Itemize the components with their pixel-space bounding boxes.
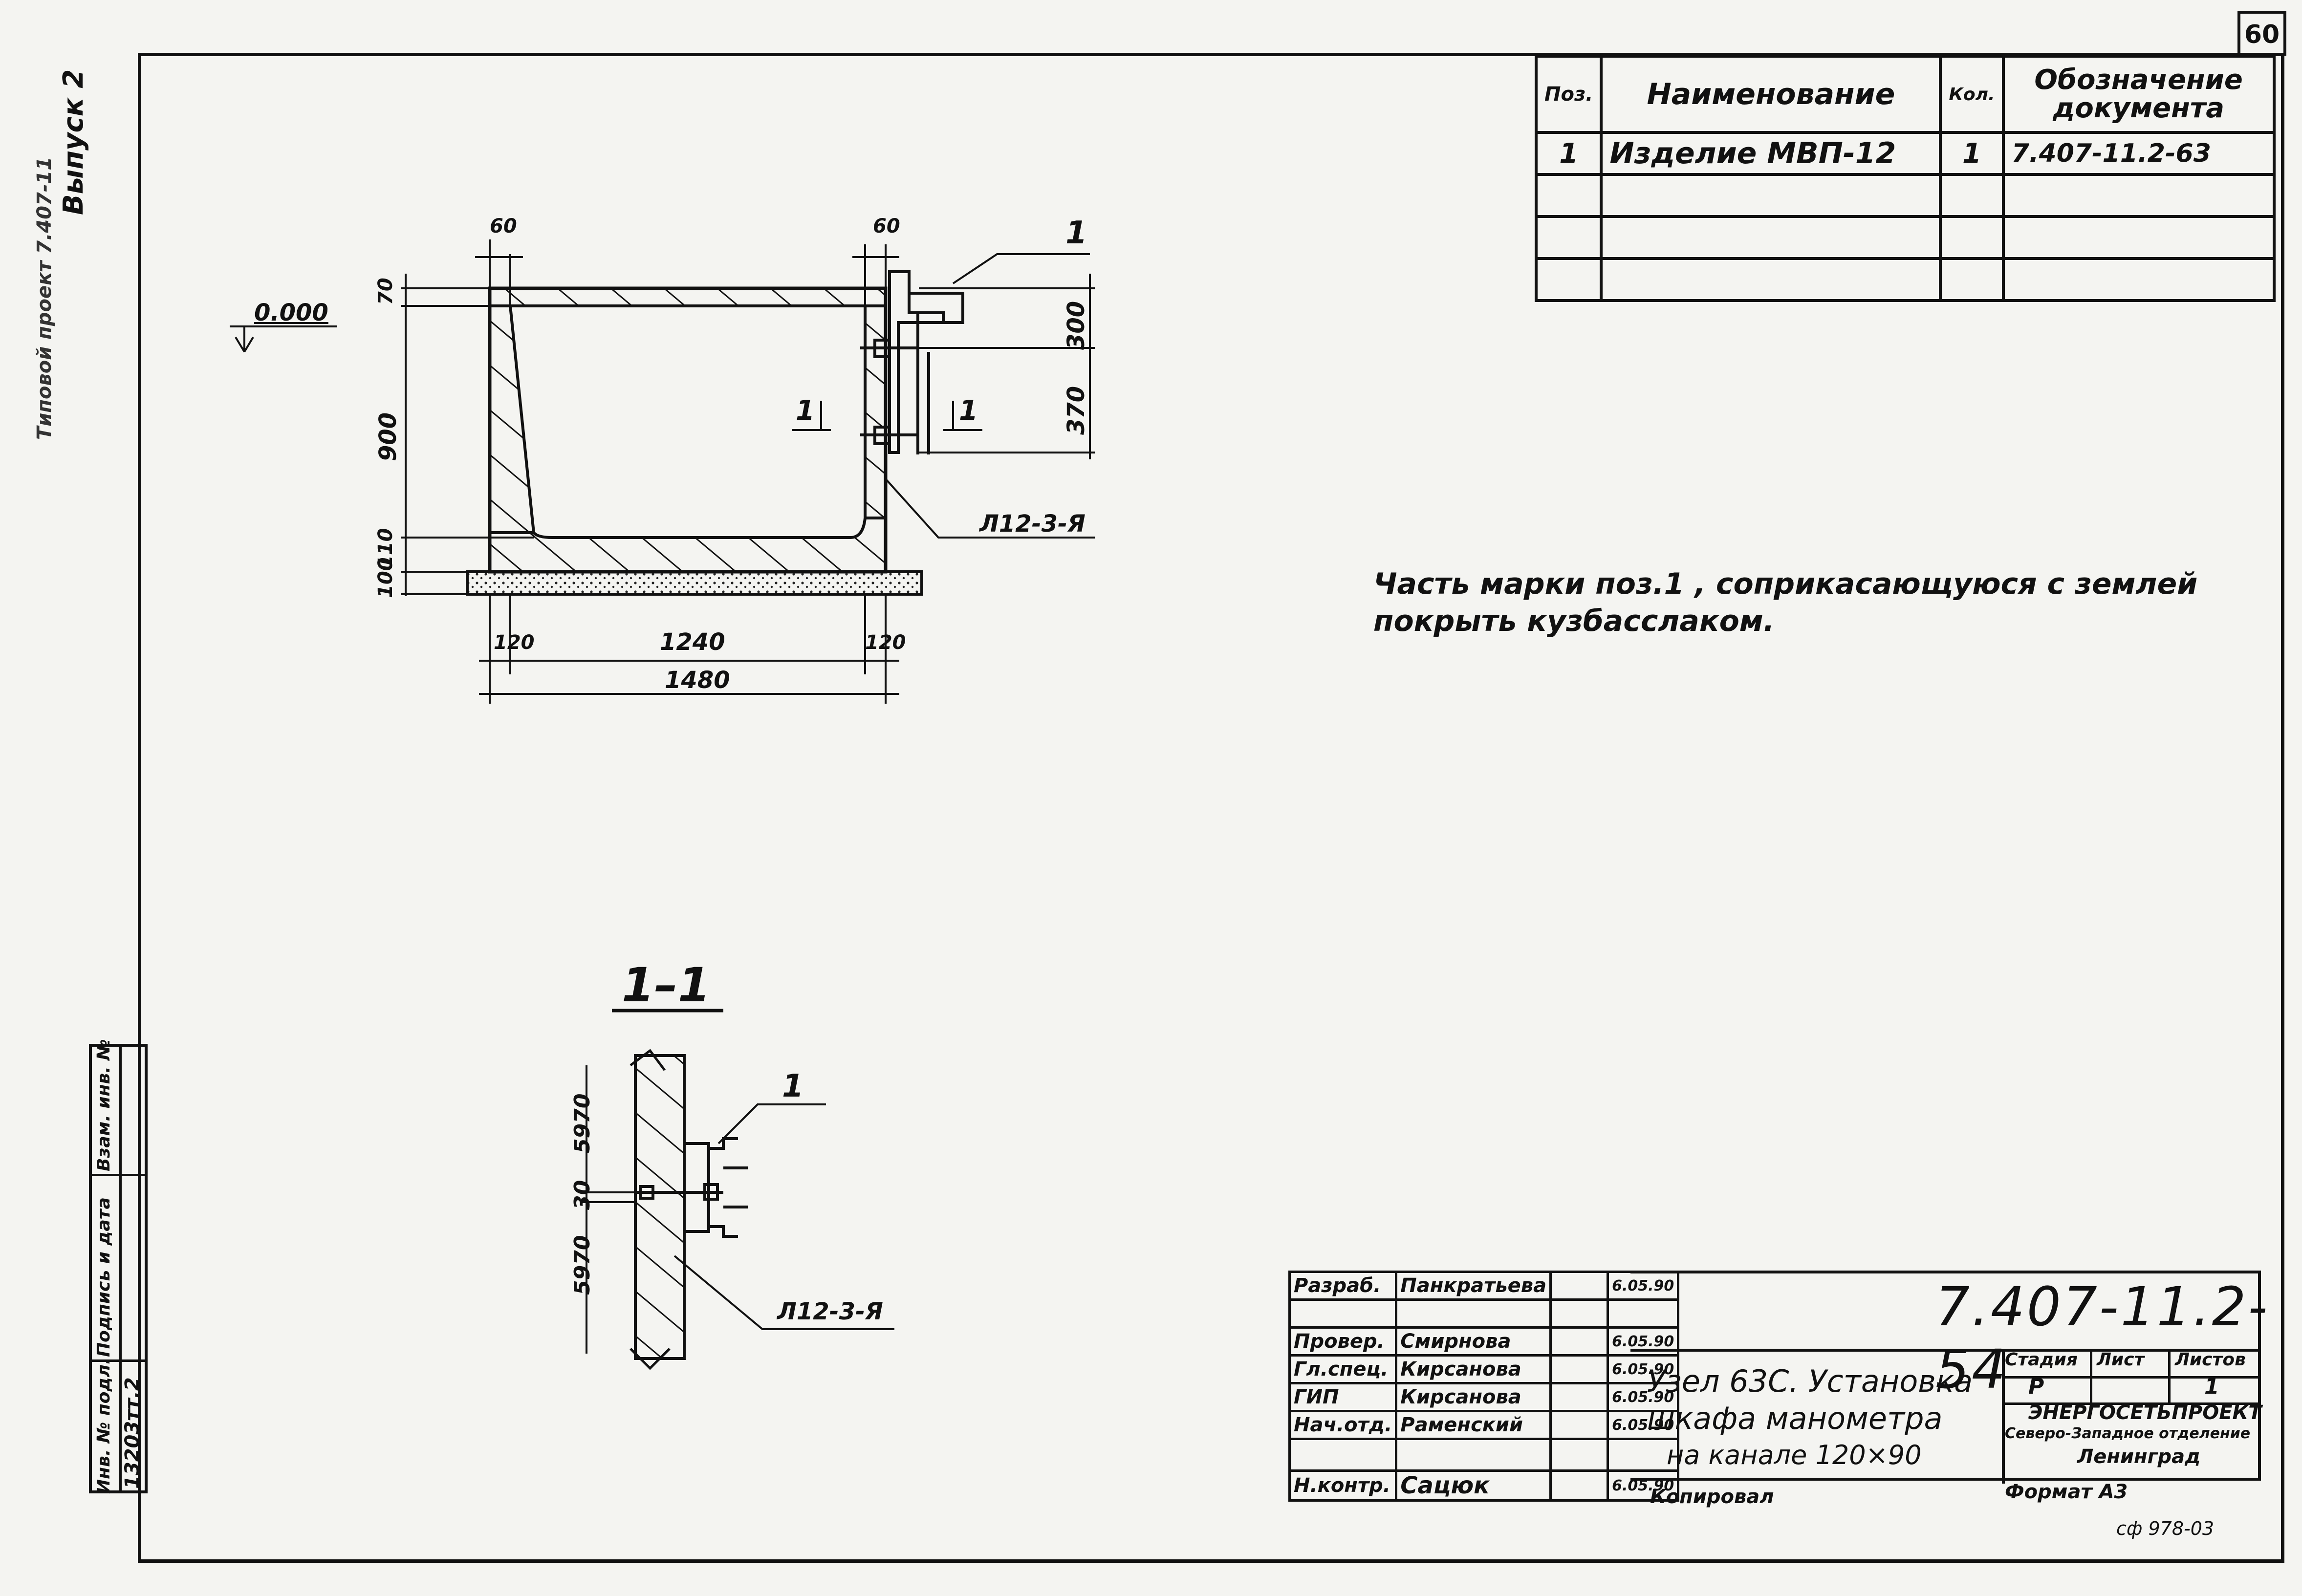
spec-header-qty: Кол. xyxy=(1939,55,2005,134)
sign-date: 6.05.90 xyxy=(1607,1271,1680,1301)
section-wall-label: Л12-3-Я xyxy=(777,1298,883,1325)
sign-role: Провер. xyxy=(1288,1326,1398,1357)
callout-pos-1: 1 xyxy=(1065,215,1087,251)
dim-right-300: 300 xyxy=(1063,301,1090,350)
copied-by: Копировал xyxy=(1650,1486,1774,1508)
section-dim-mid: 30 xyxy=(570,1180,595,1210)
spec-cell-name: Изделие МВП-12 xyxy=(1600,131,1942,176)
sign-name: Кирсанова xyxy=(1395,1382,1552,1412)
sign-role: Разраб. xyxy=(1288,1271,1398,1301)
sign-date: 6.05.90 xyxy=(1607,1326,1680,1357)
level-mark: 0.000 xyxy=(254,299,328,326)
spec-header-name: Наименование xyxy=(1600,55,1942,134)
sign-name: Панкратьева xyxy=(1395,1271,1552,1301)
spec-header-doc: Обозначение документа xyxy=(2001,55,2276,134)
sign-role xyxy=(1288,1438,1398,1472)
sign-signature xyxy=(1549,1382,1609,1412)
spec-cell-qty: 1 xyxy=(1939,131,2005,176)
sign-signature xyxy=(1549,1410,1609,1440)
sign-role: ГИП xyxy=(1288,1382,1398,1412)
section-callout: 1 xyxy=(782,1068,804,1104)
specification-table: Поз. Наименование Кол. Обозначение докум… xyxy=(1534,55,2276,302)
org-name: ЭНЕРГОСЕТЬПРОЕКТ xyxy=(2028,1402,2262,1424)
channel-walls xyxy=(466,286,923,596)
document-code: 7.407-11.2-54 xyxy=(1935,1275,2270,1401)
sign-row: Разраб.Панкратьева 6.05.90 xyxy=(1288,1271,1680,1301)
org-branch: Северо-Западное отделение xyxy=(2005,1425,2251,1442)
sign-row: Н.контр.Сацюк 6.05.90 xyxy=(1288,1469,1680,1502)
sheet-header: Лист xyxy=(2097,1350,2145,1370)
paper-format: Формат А3 xyxy=(2005,1481,2128,1503)
dim-top-right: 60 xyxy=(873,215,900,237)
section-1-1-detail xyxy=(582,1009,894,1370)
title-block-main xyxy=(1630,1271,2261,1484)
sign-name: Кирсанова xyxy=(1395,1354,1552,1384)
dim-top-left: 60 xyxy=(490,215,517,237)
section-mark-right: 1 xyxy=(959,395,978,427)
sign-date: 6.05.90 xyxy=(1607,1469,1680,1502)
section-title: 1–1 xyxy=(622,958,711,1013)
sheet-number: 60 xyxy=(2237,11,2286,56)
title-line-2: шкафа манометра xyxy=(1647,1401,1943,1436)
section-mark-left: 1 xyxy=(796,395,815,427)
dim-left-100: 100 xyxy=(374,557,397,599)
sign-name xyxy=(1395,1438,1552,1472)
sheets-value: 1 xyxy=(2204,1374,2219,1399)
sign-name: Раменский xyxy=(1395,1410,1552,1440)
sign-name: Смирнова xyxy=(1395,1326,1552,1357)
sign-signature xyxy=(1549,1354,1609,1384)
title-line-1: Узел 63С. Установка xyxy=(1647,1363,1973,1399)
archive-number: сф 978-03 xyxy=(2116,1518,2215,1539)
sign-date: 6.05.90 xyxy=(1607,1382,1680,1412)
dim-bottom-right: 120 xyxy=(865,631,906,654)
sign-name: Сацюк xyxy=(1395,1469,1552,1502)
stage-header: Стадия xyxy=(2005,1350,2078,1370)
title-block-signatures: Разраб.Панкратьева 6.05.90 Провер.Смирнов… xyxy=(1288,1271,1680,1502)
sheets-header: Листов xyxy=(2175,1350,2246,1370)
sign-row: Нач.отд.Раменский 6.05.90 xyxy=(1288,1410,1680,1440)
dim-total: 1480 xyxy=(665,667,730,694)
note-line-1: Часть марки поз.1 , соприкасающуюся с зе… xyxy=(1373,567,2198,601)
section-dim-top: 5970 xyxy=(570,1093,595,1153)
wall-label: Л12-3-Я xyxy=(979,510,1086,538)
sign-signature xyxy=(1549,1326,1609,1357)
cabinet-bracket xyxy=(860,270,964,454)
title-line-3: на канале 120×90 xyxy=(1667,1440,1922,1470)
sign-date: 6.05.90 xyxy=(1607,1410,1680,1440)
spec-cell-pos: 1 xyxy=(1534,131,1603,176)
sign-signature xyxy=(1549,1271,1609,1301)
dim-left-900: 900 xyxy=(374,412,402,461)
org-city: Ленинград xyxy=(2077,1445,2201,1468)
sign-date xyxy=(1607,1438,1680,1472)
dim-right-370: 370 xyxy=(1063,386,1090,435)
dim-bottom-mid: 1240 xyxy=(660,628,725,656)
sign-signature xyxy=(1549,1469,1609,1502)
sign-role: Гл.спец. xyxy=(1288,1354,1398,1384)
sign-date: 6.05.90 xyxy=(1607,1354,1680,1384)
sign-role: Нач.отд. xyxy=(1288,1410,1398,1440)
dim-left-70: 70 xyxy=(374,278,397,305)
note-line-2: покрыть кузбасслаком. xyxy=(1373,604,1775,638)
spec-cell-doc: 7.407-11.2-63 xyxy=(2001,131,2276,176)
stage-value: Р xyxy=(2028,1374,2044,1399)
section-dim-bottom: 5970 xyxy=(570,1235,595,1295)
spec-header-pos: Поз. xyxy=(1534,55,1603,134)
sign-row: Провер.Смирнова 6.05.90 xyxy=(1288,1326,1680,1357)
dim-bottom-left: 120 xyxy=(494,631,535,654)
drawing-frame xyxy=(138,53,2284,1563)
dimension-lines xyxy=(230,239,1095,704)
inventory-stamp: Инв. № подл. Подпись и дата Взам. инв. №… xyxy=(89,1039,148,1494)
sign-role: Н.контр. xyxy=(1288,1469,1398,1502)
sign-row: Гл.спец.Кирсанова 6.05.90 xyxy=(1288,1354,1680,1384)
